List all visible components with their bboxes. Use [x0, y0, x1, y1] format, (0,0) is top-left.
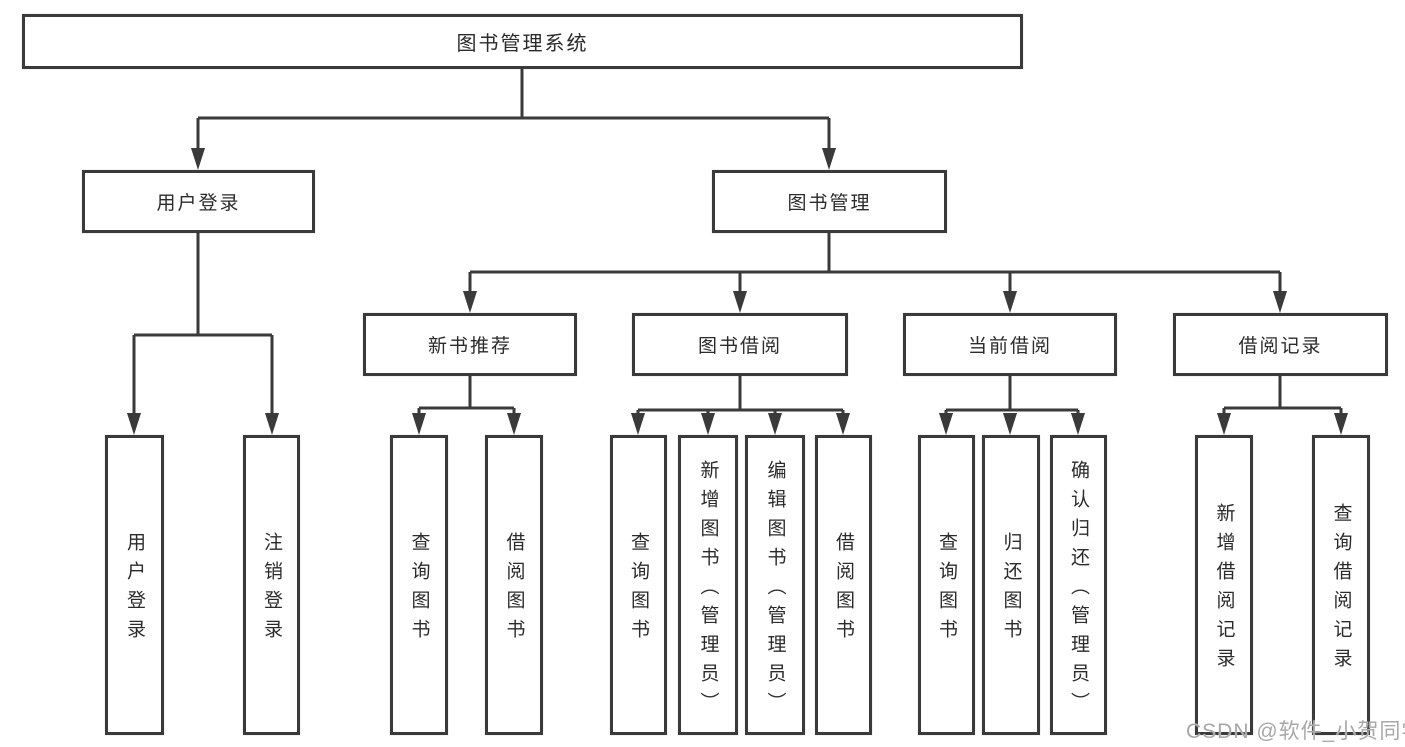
leaf-return-books: 归还图书 [982, 435, 1040, 735]
node-label: 新书推荐 [427, 336, 512, 357]
node-new-book-recommendation: 新书推荐 [363, 313, 577, 376]
node-user-login: 用户登录 [82, 170, 315, 233]
leaf-label: 查询借阅记录 [1330, 503, 1352, 677]
leaf-logout: 注销登录 [243, 435, 300, 735]
leaf-query-borrow-record: 查询借阅记录 [1312, 435, 1370, 735]
node-book-borrowing: 图书借阅 [632, 313, 848, 376]
leaf-label: 查询图书 [628, 532, 649, 648]
leaf-label: 借阅图书 [833, 532, 854, 648]
leaf-label: 归还图书 [1000, 532, 1022, 648]
leaf-label: 查询图书 [408, 532, 430, 648]
leaf-query-books-current: 查询图书 [918, 435, 975, 735]
node-current-borrowing: 当前借阅 [903, 313, 1117, 376]
node-label: 当前借阅 [967, 336, 1052, 357]
node-book-management: 图书管理 [712, 170, 947, 233]
leaf-label: 新增图书（管理员） [697, 459, 719, 721]
node-borrowing-records: 借阅记录 [1173, 313, 1388, 376]
node-label: 用户登录 [156, 193, 241, 214]
leaf-label: 新增借阅记录 [1213, 503, 1235, 677]
leaf-add-borrow-record: 新增借阅记录 [1195, 435, 1253, 735]
leaf-label: 查询图书 [936, 532, 957, 648]
watermark: CSDN @软件_小贺同学 [1186, 720, 1405, 743]
leaf-borrow-books: 借阅图书 [815, 435, 872, 735]
node-library-management-system: 图书管理系统 [22, 14, 1023, 69]
leaf-edit-books-admin: 编辑图书（管理员） [745, 435, 805, 735]
node-label: 图书管理系统 [456, 33, 589, 55]
node-label: 借阅记录 [1238, 336, 1323, 357]
node-label: 图书管理 [787, 193, 872, 214]
leaf-label: 注销登录 [261, 532, 282, 648]
leaf-borrow-books-recommend: 借阅图书 [485, 435, 543, 735]
leaf-label: 确认归还（管理员） [1068, 459, 1089, 721]
leaf-user-login: 用户登录 [105, 435, 164, 735]
leaf-label: 借阅图书 [503, 532, 525, 648]
leaf-query-books-borrowing: 查询图书 [610, 435, 667, 735]
leaf-confirm-return-admin: 确认归还（管理员） [1050, 435, 1107, 735]
node-label: 图书借阅 [697, 336, 782, 357]
leaf-label: 编辑图书（管理员） [764, 459, 786, 721]
leaf-add-books-admin: 新增图书（管理员） [678, 435, 738, 735]
leaf-query-books-recommend: 查询图书 [390, 435, 448, 735]
leaf-label: 用户登录 [124, 532, 145, 648]
